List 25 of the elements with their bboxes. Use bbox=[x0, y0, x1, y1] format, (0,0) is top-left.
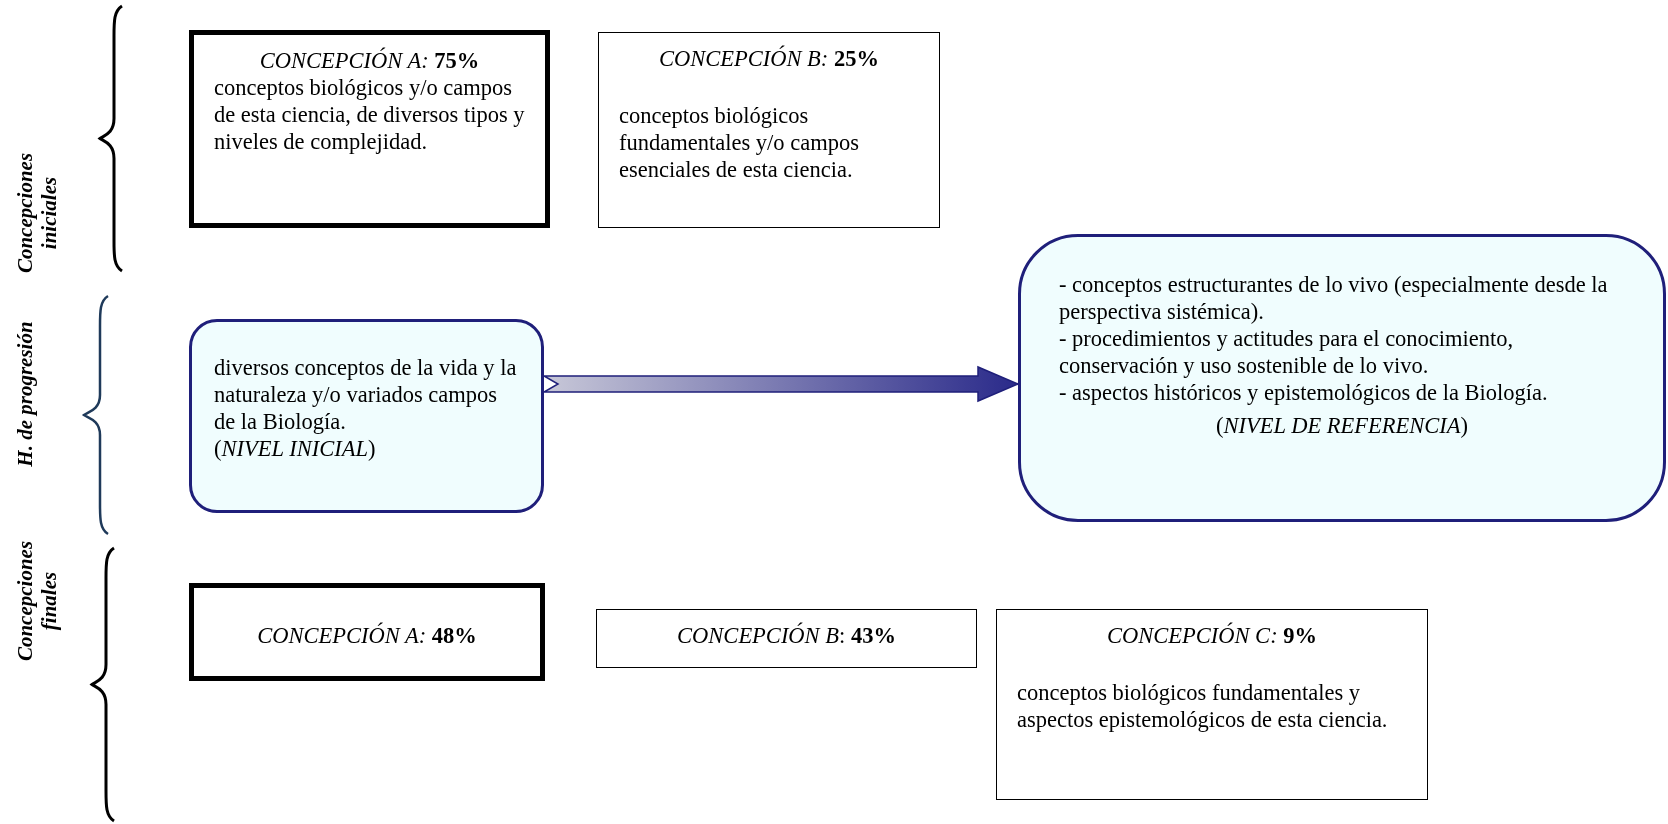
text-box bbox=[189, 30, 550, 228]
rounded-text-box bbox=[189, 319, 544, 513]
text-box bbox=[598, 32, 940, 228]
box-text: - conceptos estructurantes de lo vivo (especialmente desde la perspectiva sistémica). bbox=[1059, 271, 1609, 325]
text-box bbox=[189, 583, 545, 681]
row-label: H. de progresión bbox=[13, 320, 38, 469]
box-text: - aspectos históricos y epistemológicos de la Biología. bbox=[1059, 379, 1549, 406]
text-box bbox=[596, 609, 977, 668]
row-label: Concepciones finales bbox=[13, 539, 63, 664]
box-text: (NIVEL INICIAL) bbox=[214, 435, 377, 462]
box-heading: CONCEPCIÓN B: 25% bbox=[658, 45, 880, 72]
block-arrow bbox=[541, 365, 1020, 403]
box-heading: CONCEPCIÓN A: 48% bbox=[256, 622, 478, 649]
level-note: (NIVEL DE REFERENCIA) bbox=[1214, 412, 1470, 439]
box-text: - procedimientos y actitudes para el conocimiento, conservación y uso sostenible de lo vivo. bbox=[1059, 325, 1515, 379]
rounded-text-box bbox=[1018, 234, 1666, 522]
row-label: Concepciones iniciales bbox=[13, 151, 63, 276]
box-text: conceptos biológicos y/o campos de esta ciencia, de diversos tipos y niveles de complejidad. bbox=[214, 74, 525, 155]
box-text: conceptos biológicos fundamentales y/o campos esenciales de esta ciencia. bbox=[619, 102, 860, 183]
box-heading: CONCEPCIÓN B: 43% bbox=[676, 622, 897, 649]
box-heading: CONCEPCIÓN A: 75% bbox=[258, 47, 481, 74]
box-heading: CONCEPCIÓN C: 9% bbox=[1106, 622, 1318, 649]
box-text: conceptos biológicos fundamentales y aspectos epistemológicos de esta ciencia. bbox=[1017, 679, 1389, 733]
text-box bbox=[996, 609, 1428, 800]
box-text: diversos conceptos de la vida y la naturaleza y/o variados campos de la Biología. bbox=[214, 354, 518, 435]
